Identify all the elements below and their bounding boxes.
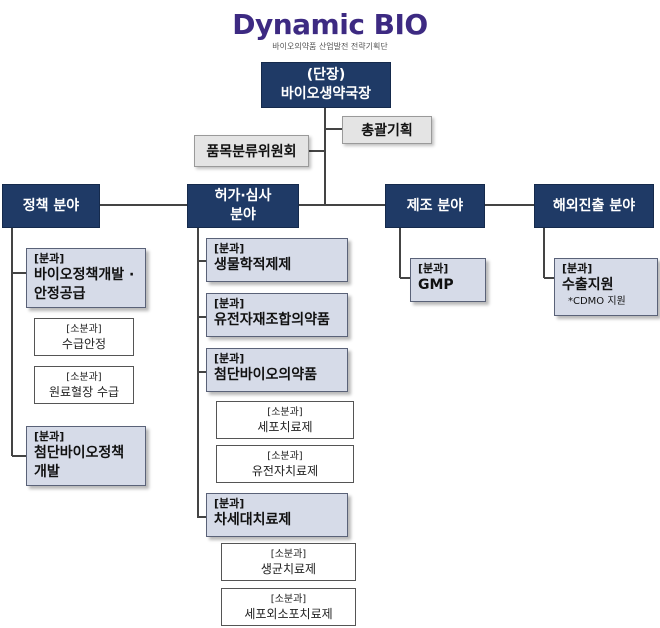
head-box: (단장) 바이오생약국장: [261, 62, 391, 108]
connector-approval-div1: [198, 260, 206, 262]
approval-subdivision-1: [소분과] 세포치료제: [216, 401, 354, 439]
division-name: 첨단바이오정책 개발: [34, 445, 125, 480]
head-label: (단장) 바이오생약국장: [280, 67, 372, 102]
division-tag: [분과]: [34, 430, 65, 443]
subdivision-name: 생균치료제: [260, 561, 317, 576]
classification-committee-label: 품목분류위원회: [206, 144, 297, 160]
field-overseas: 해외진출 분야: [534, 184, 654, 228]
policy-division-2: [분과] 첨단바이오정책 개발: [26, 426, 146, 486]
connector-overseas: [543, 228, 545, 278]
connector-committee: [309, 150, 325, 152]
approval-division-3: [분과] 첨단바이오의약품: [206, 348, 348, 392]
subdivision-tag: [소분과]: [270, 593, 307, 605]
field-manufacturing-label: 제조 분야: [406, 197, 464, 214]
general-planning-label: 총괄기획: [361, 123, 413, 139]
connector-manufacturing: [399, 228, 401, 278]
approval-subdivision-3: [소분과] 생균치료제: [221, 543, 356, 581]
subdivision-name: 유전자치료제: [251, 463, 319, 478]
division-name: 첨단바이오의약품: [214, 367, 318, 383]
division-tag: [분과]: [214, 352, 245, 365]
connector-manufacturing-div: [400, 277, 410, 279]
field-manufacturing: 제조 분야: [385, 184, 485, 228]
connector-approval-div3: [198, 371, 206, 373]
division-tag: [분과]: [214, 497, 245, 510]
field-policy: 정책 분야: [2, 184, 100, 228]
subdivision-tag: [소분과]: [66, 323, 102, 335]
division-name: 유전자재조합의약품: [214, 312, 330, 328]
overseas-division: [분과] 수출지원 *CDMO 지원: [554, 258, 658, 316]
division-tag: [분과]: [214, 242, 245, 255]
field-policy-label: 정책 분야: [22, 197, 80, 214]
approval-subdivision-4: [소분과] 세포외소포치료제: [221, 588, 356, 626]
division-name: GMP: [418, 277, 454, 293]
subdivision-name: 수급안정: [61, 336, 107, 351]
connector-overseas-div: [544, 277, 554, 279]
logo: Dynamic BIO 바이오의약품 산업발전 전략기획단: [0, 8, 660, 58]
approval-division-4: [분과] 차세대치료제: [206, 493, 348, 537]
connector-approval-trunk: [197, 228, 199, 518]
subdivision-name: 원료혈장 수급: [48, 384, 120, 399]
approval-division-1: [분과] 생물학적제제: [206, 238, 348, 282]
division-name: 바이오정책개발 · 안정공급: [34, 267, 135, 302]
connector-approval-div2: [198, 316, 206, 318]
division-tag: [분과]: [562, 262, 593, 275]
connector-policy-div1: [12, 272, 26, 274]
manufacturing-division: [분과] GMP: [410, 258, 486, 302]
approval-division-2: [분과] 유전자재조합의약품: [206, 293, 348, 337]
connector-approval-div4: [198, 516, 206, 518]
connector-policy-trunk: [11, 228, 13, 456]
field-overseas-label: 해외진출 분야: [552, 197, 636, 214]
subdivision-tag: [소분과]: [267, 450, 303, 462]
division-tag: [분과]: [34, 252, 65, 265]
subdivision-name: 세포치료제: [257, 419, 313, 434]
field-approval: 허가·심사 분야: [187, 184, 299, 228]
subdivision-name: 세포외소포치료제: [244, 606, 333, 621]
policy-division-1: [분과] 바이오정책개발 · 안정공급: [26, 248, 146, 308]
logo-subtitle: 바이오의약품 산업발전 전략기획단: [272, 42, 388, 51]
field-approval-label: 허가·심사 분야: [214, 188, 272, 223]
connector-policy-div2: [12, 455, 26, 457]
division-name: 생물학적제제: [214, 257, 292, 273]
subdivision-tag: [소분과]: [66, 371, 102, 383]
division-name: 수출지원: [562, 277, 614, 293]
subdivision-tag: [소분과]: [270, 548, 307, 560]
general-planning-box: 총괄기획: [342, 116, 432, 144]
division-note: *CDMO 지원: [568, 296, 626, 307]
division-name: 차세대치료제: [214, 512, 292, 528]
division-tag: [분과]: [418, 262, 449, 275]
approval-subdivision-2: [소분과] 유전자치료제: [216, 445, 354, 483]
connector-fields-bar: [100, 204, 534, 206]
subdivision-tag: [소분과]: [267, 406, 303, 418]
classification-committee-box: 품목분류위원회: [194, 135, 309, 167]
connector-general-planning: [325, 128, 342, 130]
connector-head-trunk: [324, 108, 326, 206]
policy-subdivision-2: [소분과] 원료혈장 수급: [34, 366, 134, 404]
division-tag: [분과]: [214, 297, 245, 310]
policy-subdivision-1: [소분과] 수급안정: [34, 318, 134, 356]
logo-title: Dynamic BIO: [232, 8, 428, 41]
